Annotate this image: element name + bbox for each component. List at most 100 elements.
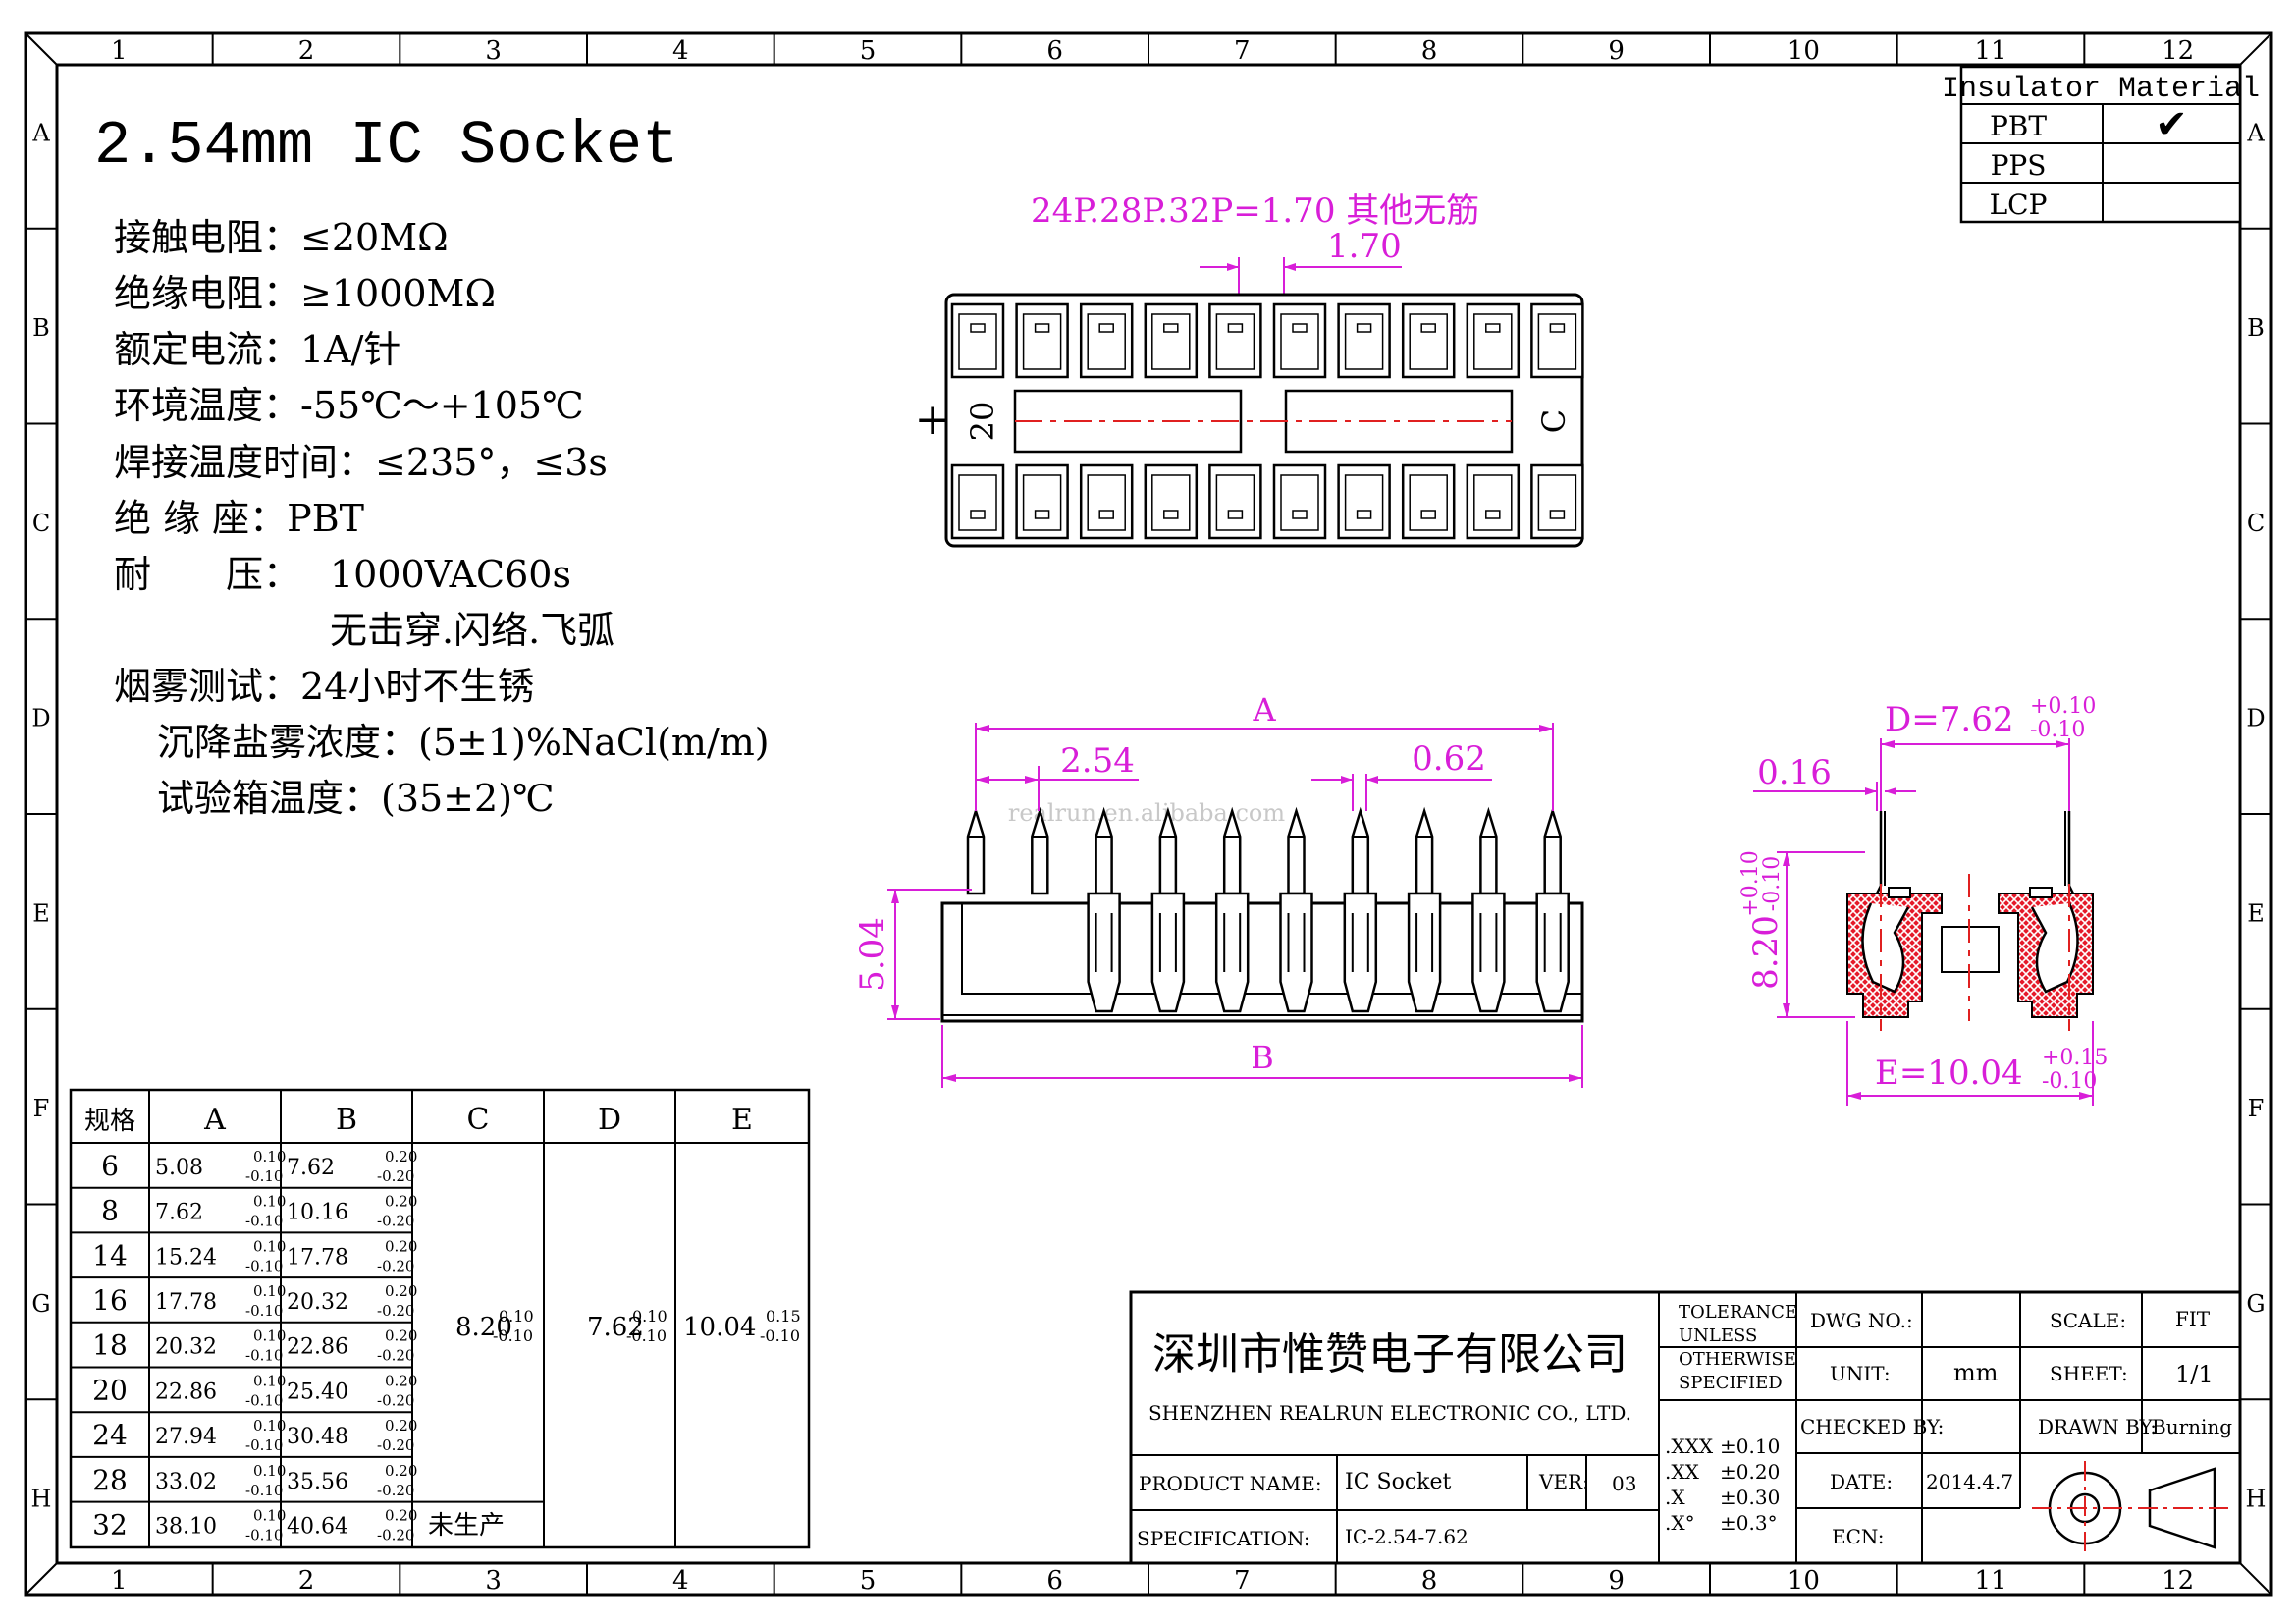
contact-cell xyxy=(1530,302,1584,379)
socket-pin xyxy=(1214,806,1250,1013)
spec-chamber-temp: 试验箱温度：(35±2)℃ xyxy=(157,777,555,820)
tolerance-value: ±0.3° xyxy=(1720,1511,1778,1535)
spec-salt-concentration: 沉降盐雾浓度：(5±1)%NaCl(m/m) xyxy=(157,721,770,764)
size-a-tol-dn: -0.10 xyxy=(245,1436,283,1454)
spec-withstand-label: 耐 压： xyxy=(114,553,300,596)
size-b-tol-up: 0.20 xyxy=(385,1148,417,1165)
size-b-value: 25.40 xyxy=(287,1380,348,1404)
size-b-tol-dn: -0.20 xyxy=(377,1436,414,1454)
spec-insulator: 绝 缘 座：PBT xyxy=(114,497,364,540)
size-table-header: 规格 xyxy=(84,1107,135,1136)
contact-cell xyxy=(1208,463,1262,540)
size-b-value: 20.32 xyxy=(287,1290,348,1315)
side-view-dim-062: 0.62 xyxy=(1412,739,1486,779)
socket-pin xyxy=(966,806,986,895)
top-view: 24P.28P.32P=1.70 其他无筋 1.70 + 20 C xyxy=(915,191,1584,548)
ver-value: 03 xyxy=(1612,1472,1636,1495)
size-table-d-tol-dn: -0.10 xyxy=(626,1326,667,1345)
frame-column-label: 10 xyxy=(1788,36,1820,66)
spec-insulation-resistance: 绝缘电阻：≥1000MΩ xyxy=(114,272,496,315)
size-spec: 6 xyxy=(101,1150,119,1182)
material-table: Insulator Material PBT ✔ PPS LCP xyxy=(1942,65,2260,224)
size-spec: 24 xyxy=(92,1419,128,1451)
tolerance-line: SPECIFIED xyxy=(1679,1373,1783,1393)
frame-row-label: G xyxy=(31,1290,50,1318)
tolerance-value: ±0.20 xyxy=(1720,1460,1780,1484)
contact-cell xyxy=(1015,463,1069,540)
date-value: 2014.4.7 xyxy=(1926,1470,2013,1493)
frame-column-label: 7 xyxy=(1234,1566,1251,1596)
end-view-dim-h-tol-dn: -0.10 xyxy=(1760,856,1785,911)
company-name-cn: 深圳市惟赞电子有限公司 xyxy=(1152,1329,1628,1380)
side-view-dim-b: B xyxy=(1251,1039,1274,1076)
drawn-by-value: Burning xyxy=(2152,1415,2232,1438)
side-view-dim-a: A xyxy=(1252,691,1276,729)
ecn-label: ECN: xyxy=(1832,1525,1884,1548)
size-a-tol-dn: -0.10 xyxy=(245,1302,283,1320)
size-spec: 28 xyxy=(92,1464,128,1496)
size-table-e-value: 10.04 xyxy=(683,1313,756,1342)
size-a-tol-up: 0.10 xyxy=(253,1462,286,1480)
frame-column-label: 3 xyxy=(485,36,502,66)
frame-column-label: 3 xyxy=(485,1566,502,1596)
frame-row-label: D xyxy=(31,705,50,732)
size-b-value: 40.64 xyxy=(287,1514,348,1539)
size-a-tol-dn: -0.10 xyxy=(245,1257,283,1274)
size-a-tol-up: 0.10 xyxy=(253,1417,286,1435)
specification-value: IC-2.54-7.62 xyxy=(1345,1525,1468,1548)
drawing-title: 2.54mm IC Socket xyxy=(94,111,678,181)
end-view: D=7.62 +0.10 -0.10 0.16 8.20 +0.10 -0.10… xyxy=(1738,694,2108,1106)
size-a-tol-dn: -0.10 xyxy=(245,1347,283,1365)
contact-cell xyxy=(1530,463,1584,540)
size-a-value: 38.10 xyxy=(155,1514,217,1539)
end-view-dim-e-tol-dn: -0.10 xyxy=(2042,1069,2097,1094)
frame-row-label: F xyxy=(2248,1095,2265,1122)
socket-pin xyxy=(1471,806,1506,1013)
contact-cell xyxy=(1337,463,1391,540)
frame-row-label: D xyxy=(2246,705,2265,732)
end-view-dim-016: 0.16 xyxy=(1757,753,1832,792)
size-b-tol-up: 0.20 xyxy=(385,1193,417,1211)
tolerance-value: ±0.30 xyxy=(1720,1486,1780,1509)
frame-row-label: F xyxy=(33,1095,50,1122)
size-table-c-value: 8.20 xyxy=(455,1313,512,1342)
frame-row-label: H xyxy=(31,1486,52,1513)
size-spec: 14 xyxy=(92,1239,128,1272)
size-table-e-tol-dn: -0.10 xyxy=(760,1326,800,1345)
size-table-header: C xyxy=(467,1103,490,1137)
size-table-c-tol-up: 0.10 xyxy=(499,1307,534,1326)
sheet-label: SHEET: xyxy=(2050,1362,2128,1385)
size-b-tol-up: 0.20 xyxy=(385,1327,417,1345)
size-a-value: 7.62 xyxy=(155,1201,203,1225)
size-b-tol-dn: -0.20 xyxy=(377,1302,414,1320)
size-b-tol-dn: -0.20 xyxy=(377,1213,414,1230)
ver-label: VER: xyxy=(1538,1470,1589,1493)
size-spec: 32 xyxy=(92,1508,128,1541)
size-a-tol-up: 0.10 xyxy=(253,1148,286,1165)
size-a-value: 22.86 xyxy=(155,1380,217,1404)
contact-cell xyxy=(1079,463,1134,540)
size-a-tol-dn: -0.10 xyxy=(245,1526,283,1543)
size-table-header: D xyxy=(598,1103,621,1137)
frame-column-label: 6 xyxy=(1046,36,1063,66)
company-name-en: SHENZHEN REALRUN ELECTRONIC CO., LTD. xyxy=(1148,1401,1631,1425)
frame-column-label: 1 xyxy=(111,36,128,66)
size-b-tol-dn: -0.20 xyxy=(377,1347,414,1365)
size-b-tol-up: 0.20 xyxy=(385,1462,417,1480)
unit-label: UNIT: xyxy=(1830,1362,1891,1385)
contact-cell xyxy=(1337,302,1391,379)
sheet-value: 1/1 xyxy=(2175,1361,2214,1388)
frame-row-label: G xyxy=(2246,1290,2265,1318)
size-spec: 16 xyxy=(92,1284,128,1317)
size-spec: 8 xyxy=(101,1195,119,1227)
size-table-c-tol-dn: -0.10 xyxy=(493,1326,533,1345)
frame-row-label: A xyxy=(31,119,50,146)
frame-column-label: 1 xyxy=(111,1566,128,1596)
contact-cell xyxy=(1466,463,1521,540)
